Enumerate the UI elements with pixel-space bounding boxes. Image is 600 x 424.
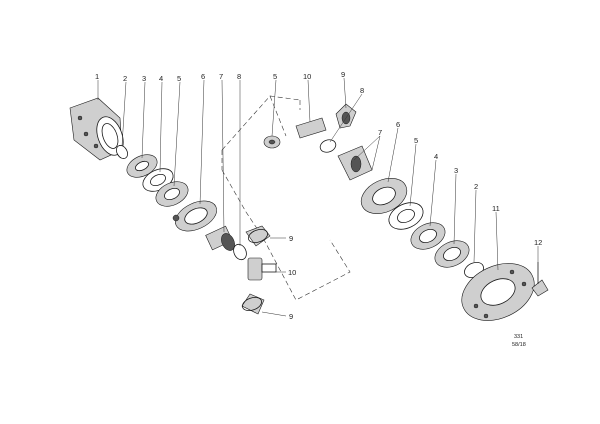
plate-part-5-right [388,202,424,230]
cover-flange-part-11 [461,263,535,321]
callout-5-right: 5 [414,136,418,145]
housing-part-1 [69,97,124,161]
pinion-gear-part-9-upper [245,225,271,247]
callout-1: 1 [95,72,99,81]
callout-4-left: 4 [159,74,163,83]
callout-8-left: 8 [237,72,241,81]
disc-part-4-right [410,222,446,250]
callout-3-right: 3 [454,166,458,175]
shaft-part-10-upper [295,117,327,139]
ring-part-2-left [116,145,128,159]
callout-11: 11 [492,204,500,213]
ring-part-8-left [233,243,247,261]
callout-9-middle: 9 [289,234,293,243]
callout-8-right: 8 [360,86,364,95]
side-gear-part-7-right [337,145,373,181]
drawing-code-line-1: 331 [514,334,523,340]
callout-5-center: 5 [273,72,277,81]
side-gear-part-7-left [205,225,235,251]
pressure-ring-part-6-right [360,178,408,214]
dashed-group-frame [221,95,351,301]
washer-part-3-left [126,154,158,178]
callout-7-left: 7 [219,72,223,81]
bolt-part-12 [531,262,549,297]
cross-shaft-part-10-lower [247,257,277,281]
leader-lines [97,77,539,317]
callout-labels: 1 2 3 4 5 6 7 8 5 10 9 8 7 6 5 4 3 2 11 … [95,70,542,321]
callout-4-right: 4 [434,152,438,161]
callout-7-right: 7 [378,128,382,137]
callout-12: 12 [534,238,542,247]
callout-10-upper: 10 [303,72,311,81]
callout-9-upper: 9 [341,70,345,79]
ring-part-8-right [319,139,337,153]
callout-10-lower: 10 [288,268,296,277]
drawing-reference-code: 331 58/18 [512,334,526,348]
pressure-ring-part-6-left [172,200,217,232]
callout-6-left: 6 [201,72,205,81]
callout-9-lower: 9 [289,312,293,321]
callout-3-left: 3 [142,74,146,83]
plate-part-5-left [155,181,189,207]
drawing-code-line-2: 58/18 [512,342,526,348]
pinion-gear-part-9-lower [241,293,265,315]
washer-part-3-right [434,240,470,268]
callout-2-left: 2 [123,74,127,83]
callout-6-right: 6 [396,120,400,129]
callout-5-left: 5 [177,74,181,83]
pinion-part-5-center [263,135,281,149]
callout-2-right: 2 [474,182,478,191]
